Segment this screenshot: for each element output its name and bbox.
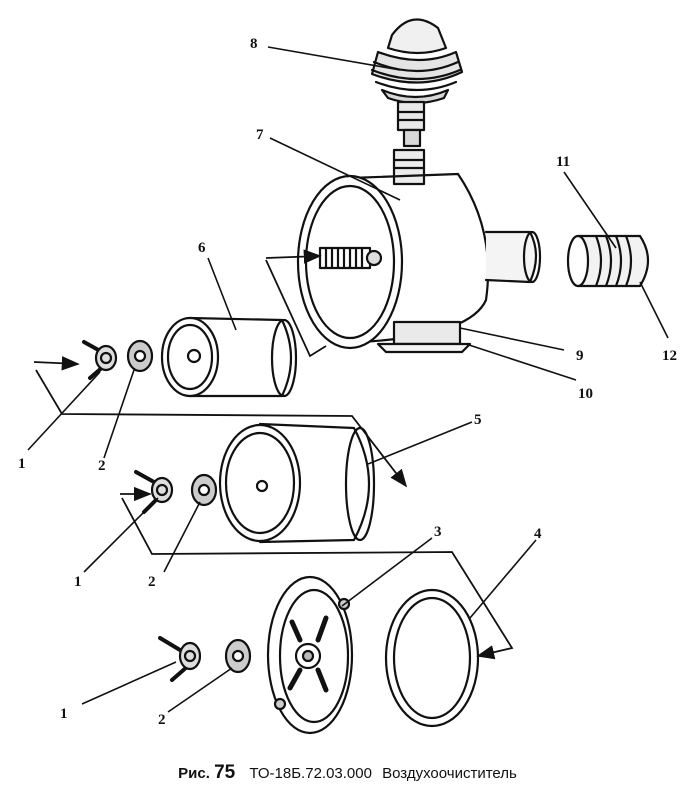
leader-lines — [27, 46, 669, 713]
wing-nut-set-top — [82, 339, 154, 380]
callout-10: 10 — [578, 386, 593, 402]
part-5-outer-filter — [218, 422, 376, 544]
callout-11: 11 — [556, 154, 570, 170]
callout-1-bottom: 1 — [60, 706, 68, 722]
wing-nut-set-bottom — [158, 636, 252, 682]
callout-7: 7 — [256, 127, 264, 143]
callout-3: 3 — [434, 524, 442, 540]
callout-2-middle: 2 — [148, 574, 156, 590]
callout-1-top: 1 — [18, 456, 26, 472]
callout-2-top: 2 — [98, 458, 106, 474]
callout-4: 4 — [534, 526, 542, 542]
callout-1-middle: 1 — [74, 574, 82, 590]
part-4-sealing-ring — [384, 588, 480, 728]
callout-12: 12 — [662, 348, 677, 364]
callout-8: 8 — [250, 36, 258, 52]
callout-6: 6 — [198, 240, 206, 256]
callout-5: 5 — [474, 412, 482, 428]
caption-fig-prefix: Рис. — [178, 765, 210, 782]
callout-9: 9 — [576, 348, 584, 364]
part-6-inner-filter — [160, 316, 298, 398]
part-8-precleaner-cap — [370, 18, 464, 148]
caption-title: Воздухоочиститель — [382, 765, 517, 782]
assembly-arrows — [33, 249, 514, 660]
part-3-cover — [266, 575, 354, 735]
figure-caption: Рис. 75 ТО-18Б.72.03.000 Воздухоочистите… — [0, 762, 695, 784]
caption-fig-number: 75 — [214, 762, 236, 783]
part-11-12-hose-coupling — [566, 234, 650, 288]
callout-2-bottom: 2 — [158, 712, 166, 728]
part-9-10-bracket — [376, 320, 472, 354]
part-7-housing — [296, 148, 542, 350]
caption-code: ТО-18Б.72.03.000 — [249, 765, 372, 782]
wing-nut-set-middle — [134, 470, 218, 514]
